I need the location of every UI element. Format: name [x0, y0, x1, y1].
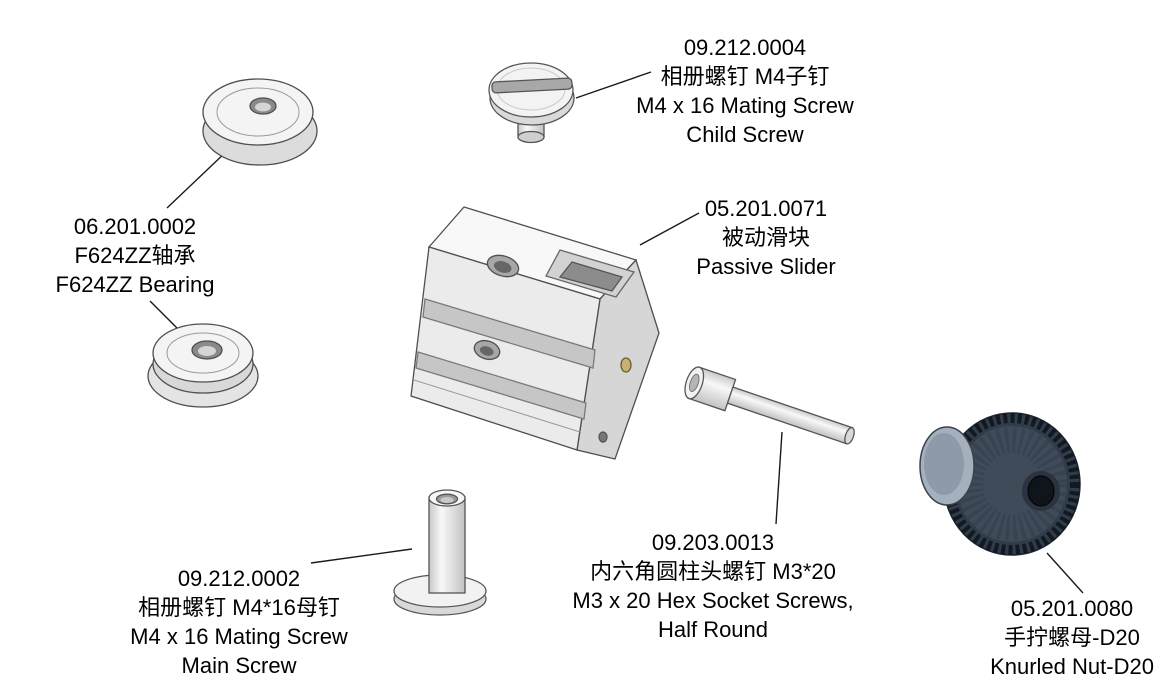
part-code: 09.212.0004 [683, 35, 807, 60]
nut-center-hole [1027, 475, 1055, 507]
part-name-en: M3 x 20 Hex Socket Screws, [572, 588, 854, 613]
slider-groove-lower [415, 351, 587, 420]
part-code: 05.201.0071 [704, 196, 828, 221]
leader-line-knurled-nut [1046, 552, 1084, 594]
knurled-nut-illustration [919, 412, 1081, 556]
part-label-hex-socket-screw: 09.203.0013 内六角圆柱头螺钉 M3*20 M3 x 20 Hex S… [572, 528, 853, 644]
part-name-cn: 相册螺钉 M4*16母钉 [138, 595, 340, 620]
leader-line-main-screw [310, 548, 413, 564]
main-screw-illustration [393, 489, 487, 616]
part-name-cn: 内六角圆柱头螺钉 M3*20 [590, 559, 836, 584]
slider-top-hole [486, 254, 520, 278]
part-label-passive-slider: 05.201.0071 被动滑块 Passive Slider [696, 194, 835, 281]
part-name-en-secondary: Half Round [657, 617, 769, 642]
slider-groove-upper [422, 298, 596, 369]
part-name-en: M4 x 16 Mating Screw [130, 624, 348, 649]
part-name-cn: F624ZZ轴承 [74, 243, 196, 268]
part-label-bearing: 06.201.0002 F624ZZ轴承 F624ZZ Bearing [56, 212, 215, 299]
passive-slider-illustration [410, 206, 660, 460]
part-name-cn: 被动滑块 [721, 225, 811, 250]
part-name-en: Knurled Nut-D20 [990, 654, 1154, 679]
part-code: 05.201.0080 [1010, 596, 1134, 621]
part-name-en: M4 x 16 Mating Screw [636, 93, 854, 118]
part-name-en: F624ZZ Bearing [55, 272, 215, 297]
part-name-en-secondary: Main Screw [181, 653, 297, 678]
part-label-main-screw: 09.212.0002 相册螺钉 M4*16母钉 M4 x 16 Mating … [130, 564, 348, 680]
slider-front-hole [473, 339, 501, 361]
screw-slot [491, 77, 573, 94]
leader-line-passive-slider [639, 212, 700, 246]
slider-side-hole [620, 357, 632, 373]
part-name-en: Passive Slider [696, 254, 836, 279]
part-code: 06.201.0002 [73, 214, 197, 239]
leader-line-child-screw [575, 71, 652, 99]
leader-line-bearing-top [166, 149, 229, 209]
leader-lines [149, 71, 1084, 594]
hex-socket-screw-illustration [684, 366, 855, 445]
part-label-knurled-nut: 05.201.0080 手拧螺母-D20 Knurled Nut-D20 [990, 594, 1154, 681]
part-code: 09.212.0002 [177, 566, 301, 591]
part-name-cn: 相册螺钉 M4子钉 [660, 64, 830, 89]
part-label-child-screw: 09.212.0004 相册螺钉 M4子钉 M4 x 16 Mating Scr… [636, 33, 854, 149]
part-code: 09.203.0013 [651, 530, 775, 555]
bearing-top-illustration [202, 78, 318, 166]
leader-line-hex-socket-screw [775, 431, 783, 525]
part-name-en-secondary: Child Screw [686, 122, 804, 147]
part-name-cn: 手拧螺母-D20 [1004, 625, 1140, 650]
child-screw-illustration [488, 62, 575, 144]
bearing-bottom-illustration [147, 323, 259, 408]
